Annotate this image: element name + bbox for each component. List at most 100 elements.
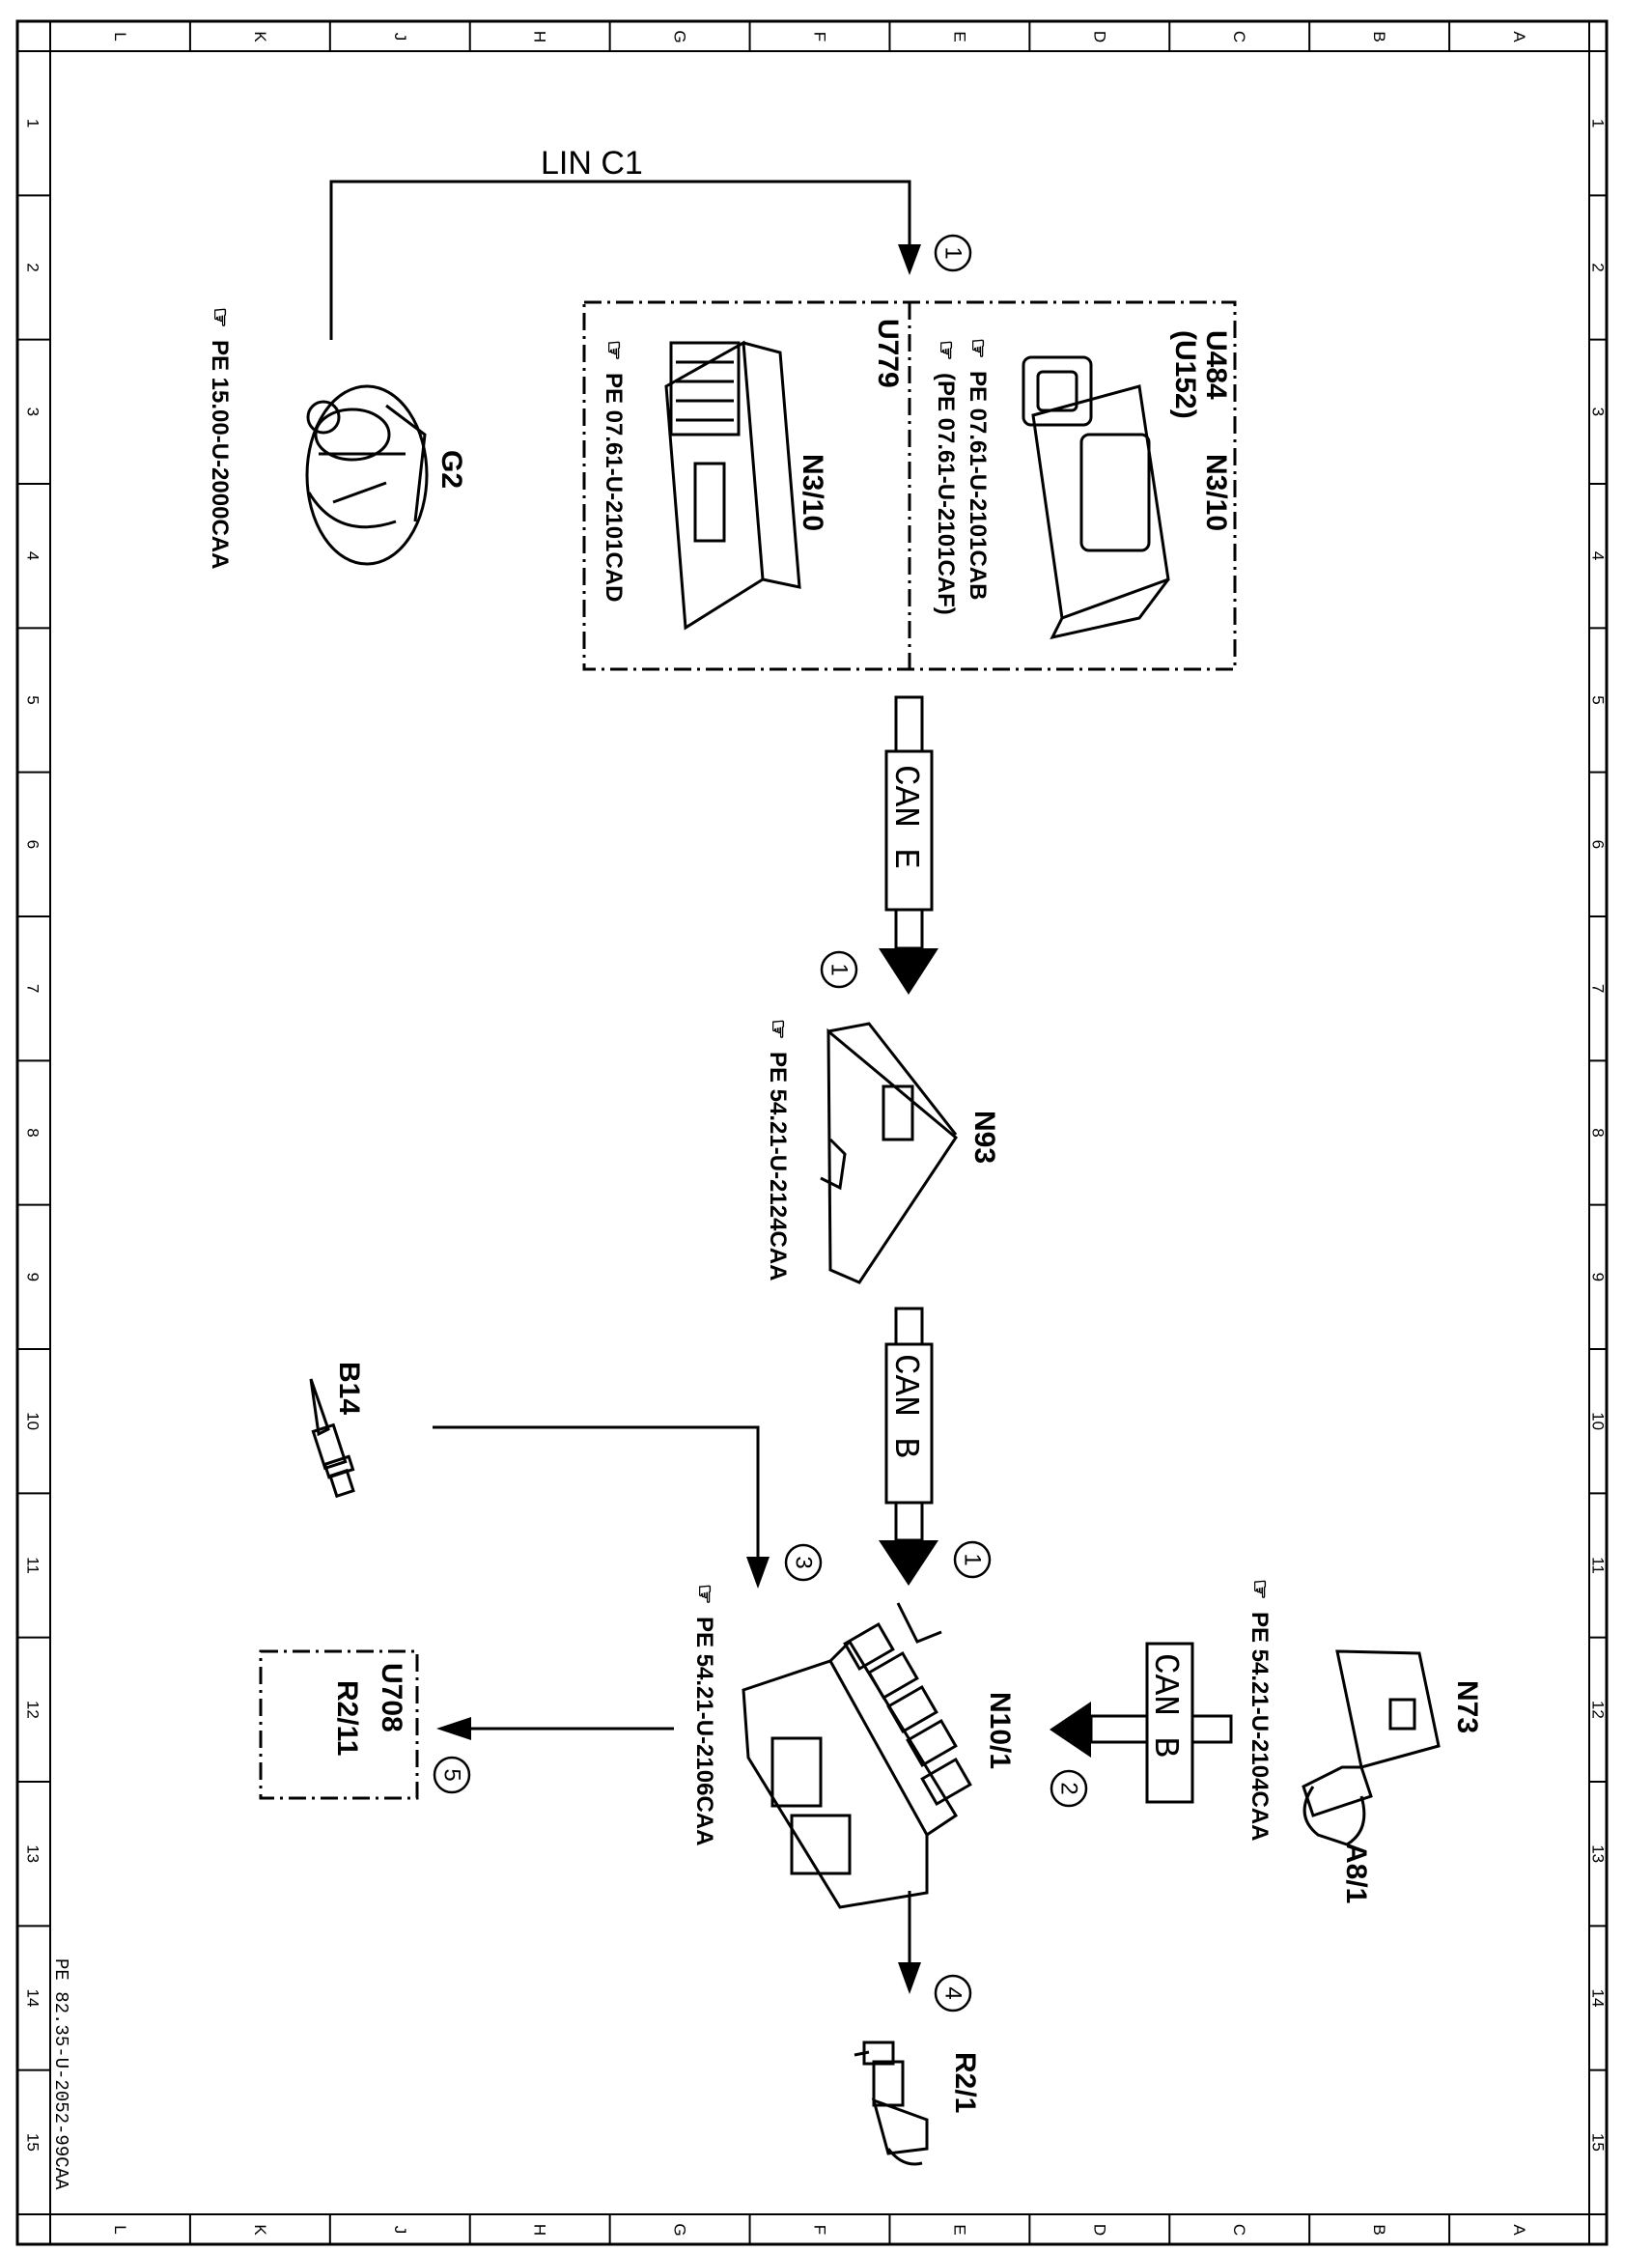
arrow-head [898,244,921,275]
row-zone-label: 15 [24,2133,42,2152]
can-b-side-label-box [1145,1642,1194,1804]
hand-pointer-icon: ☞ [207,307,233,328]
n3-10-u779: U779 N3/10 ☞ PE 07.61-U-2101CAD [601,319,904,631]
b14-symbol [309,1378,355,1499]
row-zone-label: 2 [1589,263,1608,271]
row-zone-label: 15 [1589,2133,1608,2152]
b14-component: B14 [309,1362,770,1589]
row-zone-label: 8 [1589,1128,1608,1137]
column-zone-label: B [1370,2224,1388,2235]
marker-1-can-b: 1 [953,1540,992,1579]
r2-1-symbol [854,2041,929,2166]
column-zone-label: A [1510,31,1528,42]
u152-variant: (U152) [1169,330,1201,419]
lin-c1-connection: LIN C1 [329,145,921,340]
r2-1-name: R2/1 [949,2052,981,2113]
r2-11-component: U708 R2/11 [259,1649,674,1800]
n3-10-module-group: U779 N3/10 ☞ PE 07.61-U-2101CAD U484 (U1… [582,300,1237,671]
can-b-side-bus: CAN B [1050,1642,1233,1804]
can-e-bus: CAN E [879,695,938,995]
hand-pointer-icon: ☞ [1246,1579,1273,1600]
row-zone-label: 4 [1589,551,1608,560]
marker-3: 3 [784,1543,823,1582]
hand-pointer-icon: ☞ [691,1584,717,1605]
can-b-main-label-box [884,1342,934,1505]
row-zone-label: 12 [24,1701,42,1719]
row-zone-label: 1 [24,119,42,127]
row-zone-label: 5 [1589,695,1608,704]
n3-10-u484-reference-2: ☞ (PE 07.61-U-2101CAF) [933,340,959,615]
column-zone-label: E [950,2224,968,2235]
hand-pointer-icon: ☞ [933,340,959,361]
column-zone-label: B [1370,31,1388,42]
lin-c1-label: LIN C1 [541,145,643,182]
row-zone-label: 6 [24,840,42,849]
dash-dot-boundary [259,1649,419,1800]
n73-name: N73 [1451,1680,1483,1733]
column-zone-label: A [1510,2224,1528,2236]
column-zone-label: G [671,30,689,42]
row-zone-label: 3 [24,408,42,416]
column-zone-label: D [1090,31,1108,42]
svg-text:PE 15.00-U-2000CAA: PE 15.00-U-2000CAA [207,340,233,569]
n10-1-reference: ☞ PE 54.21-U-2106CAA [691,1584,717,1845]
svg-text:(PE 07.61-U-2101CAF): (PE 07.61-U-2101CAF) [933,373,959,615]
b14-connection-line [433,1425,760,1572]
svg-text:4: 4 [940,1986,966,1999]
row-zone-label: 12 [1589,1701,1608,1719]
n93-reference: ☞ PE 54.21-U-2124CAA [765,1019,791,1281]
u779-variant: U779 [872,319,904,388]
svg-text:5: 5 [439,1768,465,1781]
column-zone-label: D [1090,2224,1108,2236]
hand-pointer-icon: ☞ [601,340,627,361]
row-zone-label: 1 [1589,119,1608,127]
row-zone-label: 10 [1589,1412,1608,1430]
n3-10-u484-reference: ☞ PE 07.61-U-2101CAB [965,338,991,600]
svg-text:1: 1 [960,1553,986,1565]
svg-text:PE 07.61-U-2101CAD: PE 07.61-U-2101CAD [601,373,627,602]
marker-4: 4 [934,1974,972,2013]
svg-text:PE 54.21-U-2106CAA: PE 54.21-U-2106CAA [691,1617,717,1845]
u484-variant: U484 [1200,330,1232,400]
column-zone-label: C [1230,31,1248,42]
r2-1-component: R2/1 [854,1891,981,2166]
row-zone-label: 13 [24,1844,42,1863]
g2-component: G2 ☞ PE 15.00-U-2000CAA [207,307,467,569]
hand-pointer-icon: ☞ [965,338,991,359]
row-zone-label: 14 [24,1989,42,2008]
row-zone-label: 10 [24,1412,42,1430]
column-zone-label: J [391,2226,409,2235]
can-e-label: CAN E [885,765,925,869]
n73-symbol [1302,1649,1441,1846]
can-b-main-bus: CAN B [879,1307,938,1586]
row-zone-label: 7 [1589,984,1608,993]
row-zone-label: 5 [24,695,42,704]
svg-text:1: 1 [940,246,966,259]
column-zone-label: J [391,33,409,42]
svg-text:PE 54.21-U-2104CAA: PE 54.21-U-2104CAA [1246,1612,1273,1841]
row-zone-label: 6 [1589,840,1608,849]
row-zone-label: 4 [24,551,42,560]
hand-pointer-icon: ☞ [765,1019,791,1040]
n3-10-u484: U484 (U152) N3/10 ☞ PE 07.61-U-2101CAB ☞… [933,330,1232,640]
row-zone-label: 11 [1589,1557,1608,1574]
u708-variant: U708 [376,1663,407,1732]
row-zone-label: 11 [24,1557,42,1574]
a8-1-name: A8/1 [1340,1843,1372,1903]
column-zone-label: G [671,2223,689,2236]
outer-frame [15,19,1609,2246]
g2-symbol [305,384,429,566]
column-zone-label: H [531,2224,549,2236]
column-zone-label: L [111,32,129,41]
can-b-main-arrow [879,1540,938,1586]
can-e-label-box [884,749,934,912]
column-zone-label: L [111,2225,129,2234]
row-zone-label: 2 [24,263,42,271]
n93-symbol [820,1022,958,1284]
row-zone-label: 7 [23,984,42,993]
